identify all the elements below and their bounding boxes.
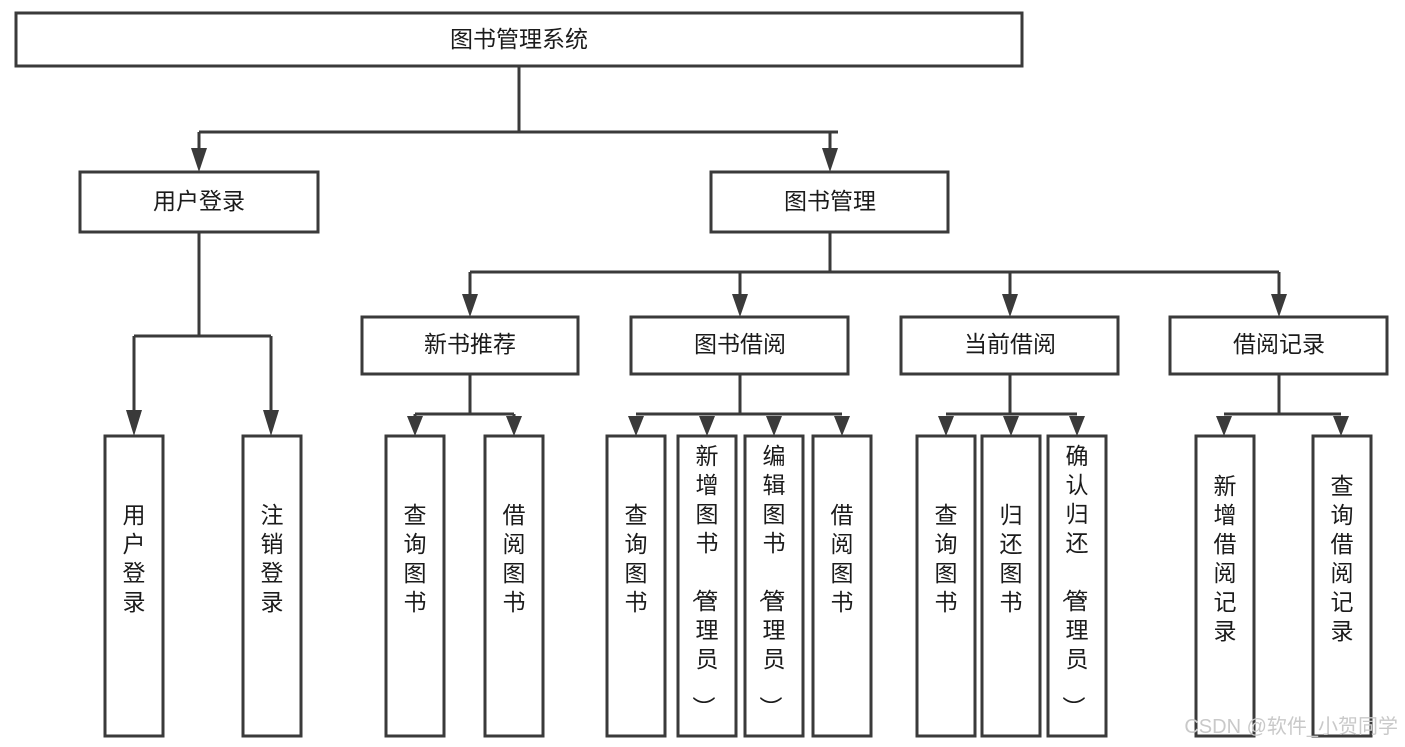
- leaf-add-borrow-record-label: 新增借阅记录: [1214, 473, 1237, 644]
- node-new-book-recommendation-label: 新书推荐: [424, 331, 516, 357]
- leaf-query-borrow-record[interactable]: 查询借阅记录: [1311, 434, 1373, 738]
- leaf-confirm-return-admin-label: 确认归还（管理员）: [1061, 443, 1089, 719]
- csdn-watermark: CSDN @软件_小贺同学: [1184, 715, 1398, 738]
- arrow-head-leaf-borrow-books: [834, 416, 850, 436]
- connector-group-borrowing-records: [1216, 374, 1349, 436]
- leaf-borrow-books-recommend[interactable]: 借阅图书: [483, 434, 545, 738]
- leaf-borrow-books-box[interactable]: [811, 434, 873, 738]
- connector-group-user-login: [126, 232, 279, 436]
- arrow-head-new-book-recommendation: [462, 294, 478, 317]
- root-node-box[interactable]: [14, 11, 1024, 68]
- node-user-login[interactable]: 用户登录: [78, 170, 320, 234]
- leaf-borrow-books[interactable]: 借阅图书: [811, 434, 873, 738]
- leaf-borrow-books-recommend-label: 借阅图书: [503, 502, 526, 615]
- leaf-edit-book-admin-label: 编辑图书（管理员）: [758, 443, 786, 719]
- leaf-return-books-box[interactable]: [980, 434, 1042, 738]
- node-borrowing-records-label: 借阅记录: [1233, 331, 1325, 357]
- node-borrowing-records-box[interactable]: [1168, 315, 1389, 376]
- node-book-management-label: 图书管理: [784, 188, 876, 214]
- leaf-add-book-admin-box[interactable]: [676, 434, 738, 738]
- node-book-borrowing[interactable]: 图书借阅: [629, 315, 850, 376]
- leaf-query-books-recommend[interactable]: 查询图书: [384, 434, 446, 738]
- leaf-borrow-books-label: 借阅图书: [831, 502, 854, 615]
- arrow-head-leaf-add-borrow-record: [1216, 416, 1232, 436]
- leaf-return-books-label: 归还图书: [1000, 502, 1023, 615]
- arrow-head-leaf-edit-book-admin: [766, 416, 782, 436]
- leaf-confirm-return-admin[interactable]: 确认归还（管理员）: [1046, 434, 1108, 738]
- connector-group-current-borrowing: [938, 374, 1085, 436]
- connector-group-book-management: [462, 232, 1287, 317]
- leaf-query-borrow-record-box[interactable]: [1311, 434, 1373, 738]
- arrow-head-book-management: [822, 148, 838, 172]
- node-user-login-label: 用户登录: [153, 188, 245, 214]
- node-current-borrowing-box[interactable]: [899, 315, 1120, 376]
- arrow-head-leaf-add-book-admin: [699, 416, 715, 436]
- connector-group-book-borrowing: [628, 374, 850, 436]
- arrow-head-leaf-return-books: [1003, 416, 1019, 436]
- arrow-head-leaf-query-books-current: [938, 416, 954, 436]
- arrow-head-leaf-query-books-borrow: [628, 416, 644, 436]
- arrow-head-leaf-confirm-return-admin: [1069, 416, 1085, 436]
- leaf-add-borrow-record[interactable]: 新增借阅记录: [1194, 434, 1256, 738]
- arrow-head-borrowing-records: [1271, 294, 1287, 317]
- node-book-borrowing-label: 图书借阅: [694, 331, 786, 357]
- node-new-book-recommendation[interactable]: 新书推荐: [360, 315, 580, 376]
- leaf-logout[interactable]: 注销登录: [241, 434, 303, 738]
- leaf-confirm-return-admin-box[interactable]: [1046, 434, 1108, 738]
- node-current-borrowing-label: 当前借阅: [964, 331, 1056, 357]
- leaf-user-login-label: 用户登录: [123, 502, 146, 615]
- connector-group-new-book: [407, 374, 522, 436]
- leaf-query-books-borrow-box[interactable]: [605, 434, 667, 738]
- leaf-edit-book-admin-box[interactable]: [743, 434, 805, 738]
- leaf-query-books-current-box[interactable]: [915, 434, 977, 738]
- node-new-book-recommendation-box[interactable]: [360, 315, 580, 376]
- leaf-query-books-recommend-label: 查询图书: [404, 502, 427, 615]
- leaf-user-login[interactable]: 用户登录: [103, 434, 165, 738]
- leaf-query-books-recommend-box[interactable]: [384, 434, 446, 738]
- node-borrowing-records[interactable]: 借阅记录: [1168, 315, 1389, 376]
- node-book-management-box[interactable]: [709, 170, 950, 234]
- root-node-library-management-system[interactable]: 图书管理系统: [14, 11, 1024, 68]
- leaf-query-books-borrow[interactable]: 查询图书: [605, 434, 667, 738]
- leaf-borrow-books-recommend-box[interactable]: [483, 434, 545, 738]
- arrow-head-leaf-query-borrow-record: [1333, 416, 1349, 436]
- leaf-edit-book-admin[interactable]: 编辑图书（管理员）: [743, 434, 805, 738]
- connector-group-root: [191, 66, 838, 172]
- arrow-head-leaf-borrow-books-recommend: [506, 416, 522, 436]
- leaf-logout-label: 注销登录: [261, 502, 284, 615]
- node-book-management[interactable]: 图书管理: [709, 170, 950, 234]
- arrow-head-current-borrowing: [1002, 294, 1018, 317]
- leaf-logout-box[interactable]: [241, 434, 303, 738]
- leaf-user-login-box[interactable]: [103, 434, 165, 738]
- leaf-add-borrow-record-box[interactable]: [1194, 434, 1256, 738]
- leaf-add-book-admin[interactable]: 新增图书（管理员）: [676, 434, 738, 738]
- node-user-login-box[interactable]: [78, 170, 320, 234]
- leaf-return-books[interactable]: 归还图书: [980, 434, 1042, 738]
- arrow-head-leaf-user-login: [126, 410, 142, 436]
- leaf-query-books-borrow-label: 查询图书: [625, 502, 648, 615]
- leaf-add-book-admin-label: 新增图书（管理员）: [691, 443, 719, 719]
- node-book-borrowing-box[interactable]: [629, 315, 850, 376]
- arrow-head-leaf-query-books-recommend: [407, 416, 423, 436]
- arrow-head-book-borrowing: [732, 294, 748, 317]
- leaf-query-borrow-record-label: 查询借阅记录: [1331, 473, 1354, 644]
- node-current-borrowing[interactable]: 当前借阅: [899, 315, 1120, 376]
- arrow-head-leaf-logout: [263, 410, 279, 436]
- leaf-query-books-current[interactable]: 查询图书: [915, 434, 977, 738]
- leaf-query-books-current-label: 查询图书: [935, 502, 958, 615]
- root-node-label: 图书管理系统: [450, 26, 588, 52]
- arrow-head-user-login: [191, 148, 207, 172]
